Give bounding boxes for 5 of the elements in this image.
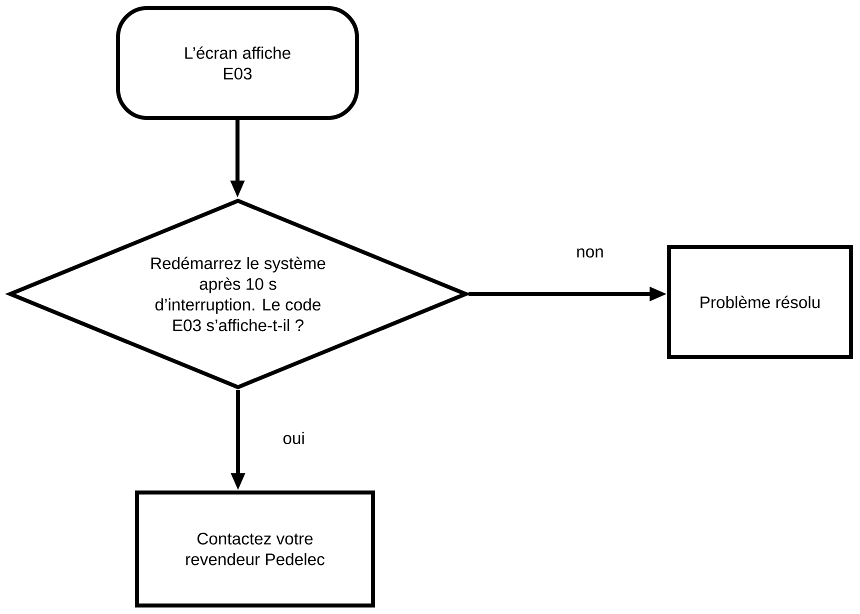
- edge-label: oui: [283, 432, 304, 444]
- process-box: Contactez votre revendeur Pedelec: [135, 490, 375, 608]
- edge-label: non: [577, 248, 603, 258]
- start-box: L’écran affiche E03: [116, 6, 359, 120]
- process-box: Problème résolu: [667, 245, 853, 359]
